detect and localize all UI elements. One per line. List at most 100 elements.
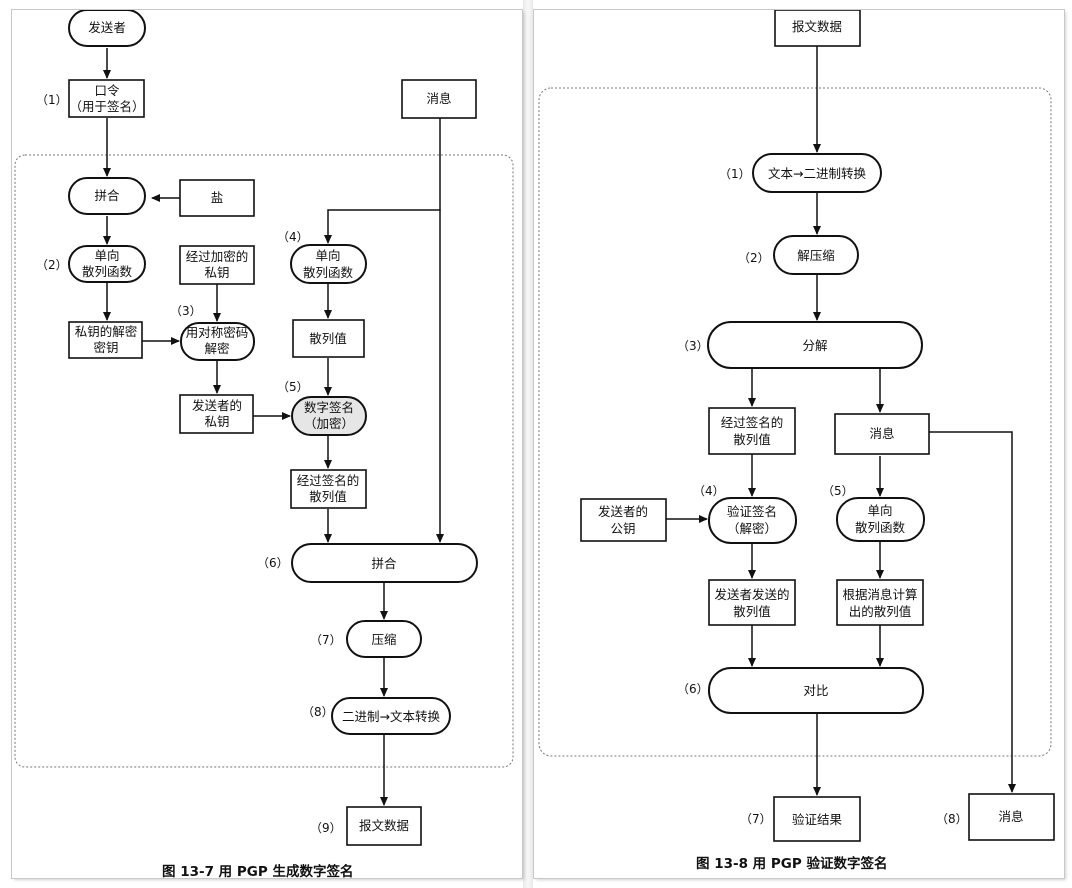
svg-text:发送者: 发送者 [88,20,126,35]
node-sender-hash: 发送者发送的 散列值 [708,579,796,626]
step-label-7: （7） [310,633,342,647]
node-hash-value: 散列值 [292,319,365,358]
step-label-6: （6） [677,682,709,696]
node-decrypt-key: 私钥的解密 密钥 [68,321,143,359]
step-label-6: （6） [257,556,289,570]
svg-text:经过加密的: 经过加密的 [186,249,249,264]
svg-text:单向: 单向 [94,248,119,263]
svg-text:报文数据: 报文数据 [359,818,409,833]
step-label-8: （8） [936,812,968,826]
node-input-data: 报文数据 [774,10,861,47]
svg-text:根据消息计算: 根据消息计算 [842,587,917,602]
node-verification-result: 验证结果 [773,796,861,842]
svg-text:验证签名: 验证签名 [727,504,777,519]
left-page: 发送者 口令 （用于签名） 消息 拼合 盐 单向 散列函数 经过加密的 私钥 单… [12,10,522,878]
node-message: 消息 [834,413,930,455]
node-hash-function: 单向 散列函数 [836,497,925,542]
svg-text:散列函数: 散列函数 [82,264,133,279]
step-label-1: （1） [719,167,751,181]
step-label-5: （5） [277,380,309,394]
svg-text:文本→二进制转换: 文本→二进制转换 [768,166,866,181]
step-label-2: （2） [36,258,68,272]
svg-text:经过签名的: 经过签名的 [297,473,360,488]
svg-text:散列值: 散列值 [309,331,347,346]
node-passphrase: 口令 （用于签名） [68,79,145,118]
node-encrypted-private-key: 经过加密的 私钥 [179,245,255,285]
svg-text:数字签名: 数字签名 [304,400,354,415]
svg-text:验证结果: 验证结果 [792,812,843,827]
node-symmetric-decrypt: 用对称密码 解密 [180,322,255,361]
node-salt: 盐 [179,179,255,217]
svg-text:消息: 消息 [869,426,894,441]
node-hash-1: 单向 散列函数 [68,245,146,283]
step-label-3: （3） [677,339,709,353]
svg-text:散列函数: 散列函数 [303,265,354,280]
step-label-5: （5） [822,484,854,498]
step-labels: （1） （2） （3） （4） （5） （6） （7） （8） （9） [36,93,342,835]
step-label-2: （2） [738,251,770,265]
svg-text:公钥: 公钥 [610,521,635,536]
node-text-to-binary: 文本→二进制转换 [752,153,882,193]
svg-text:消息: 消息 [998,809,1023,824]
node-compress: 压缩 [346,620,422,658]
svg-text:散列值: 散列值 [309,489,347,504]
node-signed-hash: 经过签名的 散列值 [290,469,367,509]
step-label-4: （4） [277,230,309,244]
process-boundary [14,154,514,768]
svg-text:（加密）: （加密） [304,416,354,431]
node-message: 消息 [401,79,477,119]
figure-caption-right: 图 13-8 用 PGP 验证数字签名 [696,855,887,872]
node-decompress: 解压缩 [773,235,859,275]
svg-text:解压缩: 解压缩 [797,248,835,263]
svg-text:单向: 单向 [867,503,892,518]
svg-text:报文数据: 报文数据 [792,19,842,34]
step-label-1: （1） [36,93,68,107]
svg-text:发送者的: 发送者的 [598,504,648,519]
figure-caption-left: 图 13-7 用 PGP 生成数字签名 [162,863,353,878]
connectors [666,46,1016,796]
svg-text:散列函数: 散列函数 [855,520,906,535]
step-label-3: （3） [170,304,202,318]
svg-text:密钥: 密钥 [93,340,118,355]
step-labels: （1） （2） （3） （4） （5） （6） （7） （8） [677,167,968,826]
node-binary-to-text: 二进制→文本转换 [331,697,451,735]
book-gutter [523,0,533,888]
node-sender-public-key: 发送者的 公钥 [580,498,667,542]
step-label-9: （9） [310,821,342,835]
svg-text:解密: 解密 [204,341,229,356]
node-verify-signature: 验证签名 （解密） [708,497,797,544]
svg-text:口令: 口令 [94,83,120,98]
node-sender-private-key: 发送者的 私钥 [179,394,254,434]
svg-text:对比: 对比 [803,683,828,698]
svg-text:出的散列值: 出的散列值 [849,604,912,619]
svg-text:消息: 消息 [426,91,451,106]
node-sender: 发送者 [68,10,146,47]
svg-text:经过签名的: 经过签名的 [721,415,784,430]
node-concat-1: 拼合 [68,177,146,215]
svg-text:拼合: 拼合 [94,188,120,203]
node-signed-hash: 经过签名的 散列值 [708,407,796,455]
node-concat-2: 拼合 [291,543,478,583]
process-boundary [538,87,1052,757]
right-page: 报文数据 文本→二进制转换 解压缩 分解 经过签名的 散列值 消息 发送者的 公… [534,10,1064,878]
node-computed-hash: 根据消息计算 出的散列值 [836,579,924,626]
svg-text:拼合: 拼合 [371,556,397,571]
step-label-4: （4） [693,484,725,498]
node-compare: 对比 [708,667,924,714]
pgp-verify-diagram: 报文数据 文本→二进制转换 解压缩 分解 经过签名的 散列值 消息 发送者的 公… [538,10,1055,872]
svg-text:（解密）: （解密） [727,521,777,536]
node-output-data: 报文数据 [346,806,422,846]
pgp-sign-diagram: 发送者 口令 （用于签名） 消息 拼合 盐 单向 散列函数 经过加密的 私钥 单… [14,10,514,878]
node-digital-signature: 数字签名 （加密） [291,396,367,436]
svg-text:（用于签名）: （用于签名） [69,99,144,114]
connectors [103,48,444,806]
svg-text:发送者的: 发送者的 [192,398,242,413]
svg-text:散列值: 散列值 [733,432,771,447]
svg-text:压缩: 压缩 [371,632,396,647]
node-hash-2: 单向 散列函数 [290,244,367,284]
svg-text:单向: 单向 [315,248,340,263]
step-label-8: （8） [302,705,334,719]
svg-text:二进制→文本转换: 二进制→文本转换 [342,709,440,724]
node-split: 分解 [707,321,923,369]
svg-text:私钥的解密: 私钥的解密 [75,324,138,339]
